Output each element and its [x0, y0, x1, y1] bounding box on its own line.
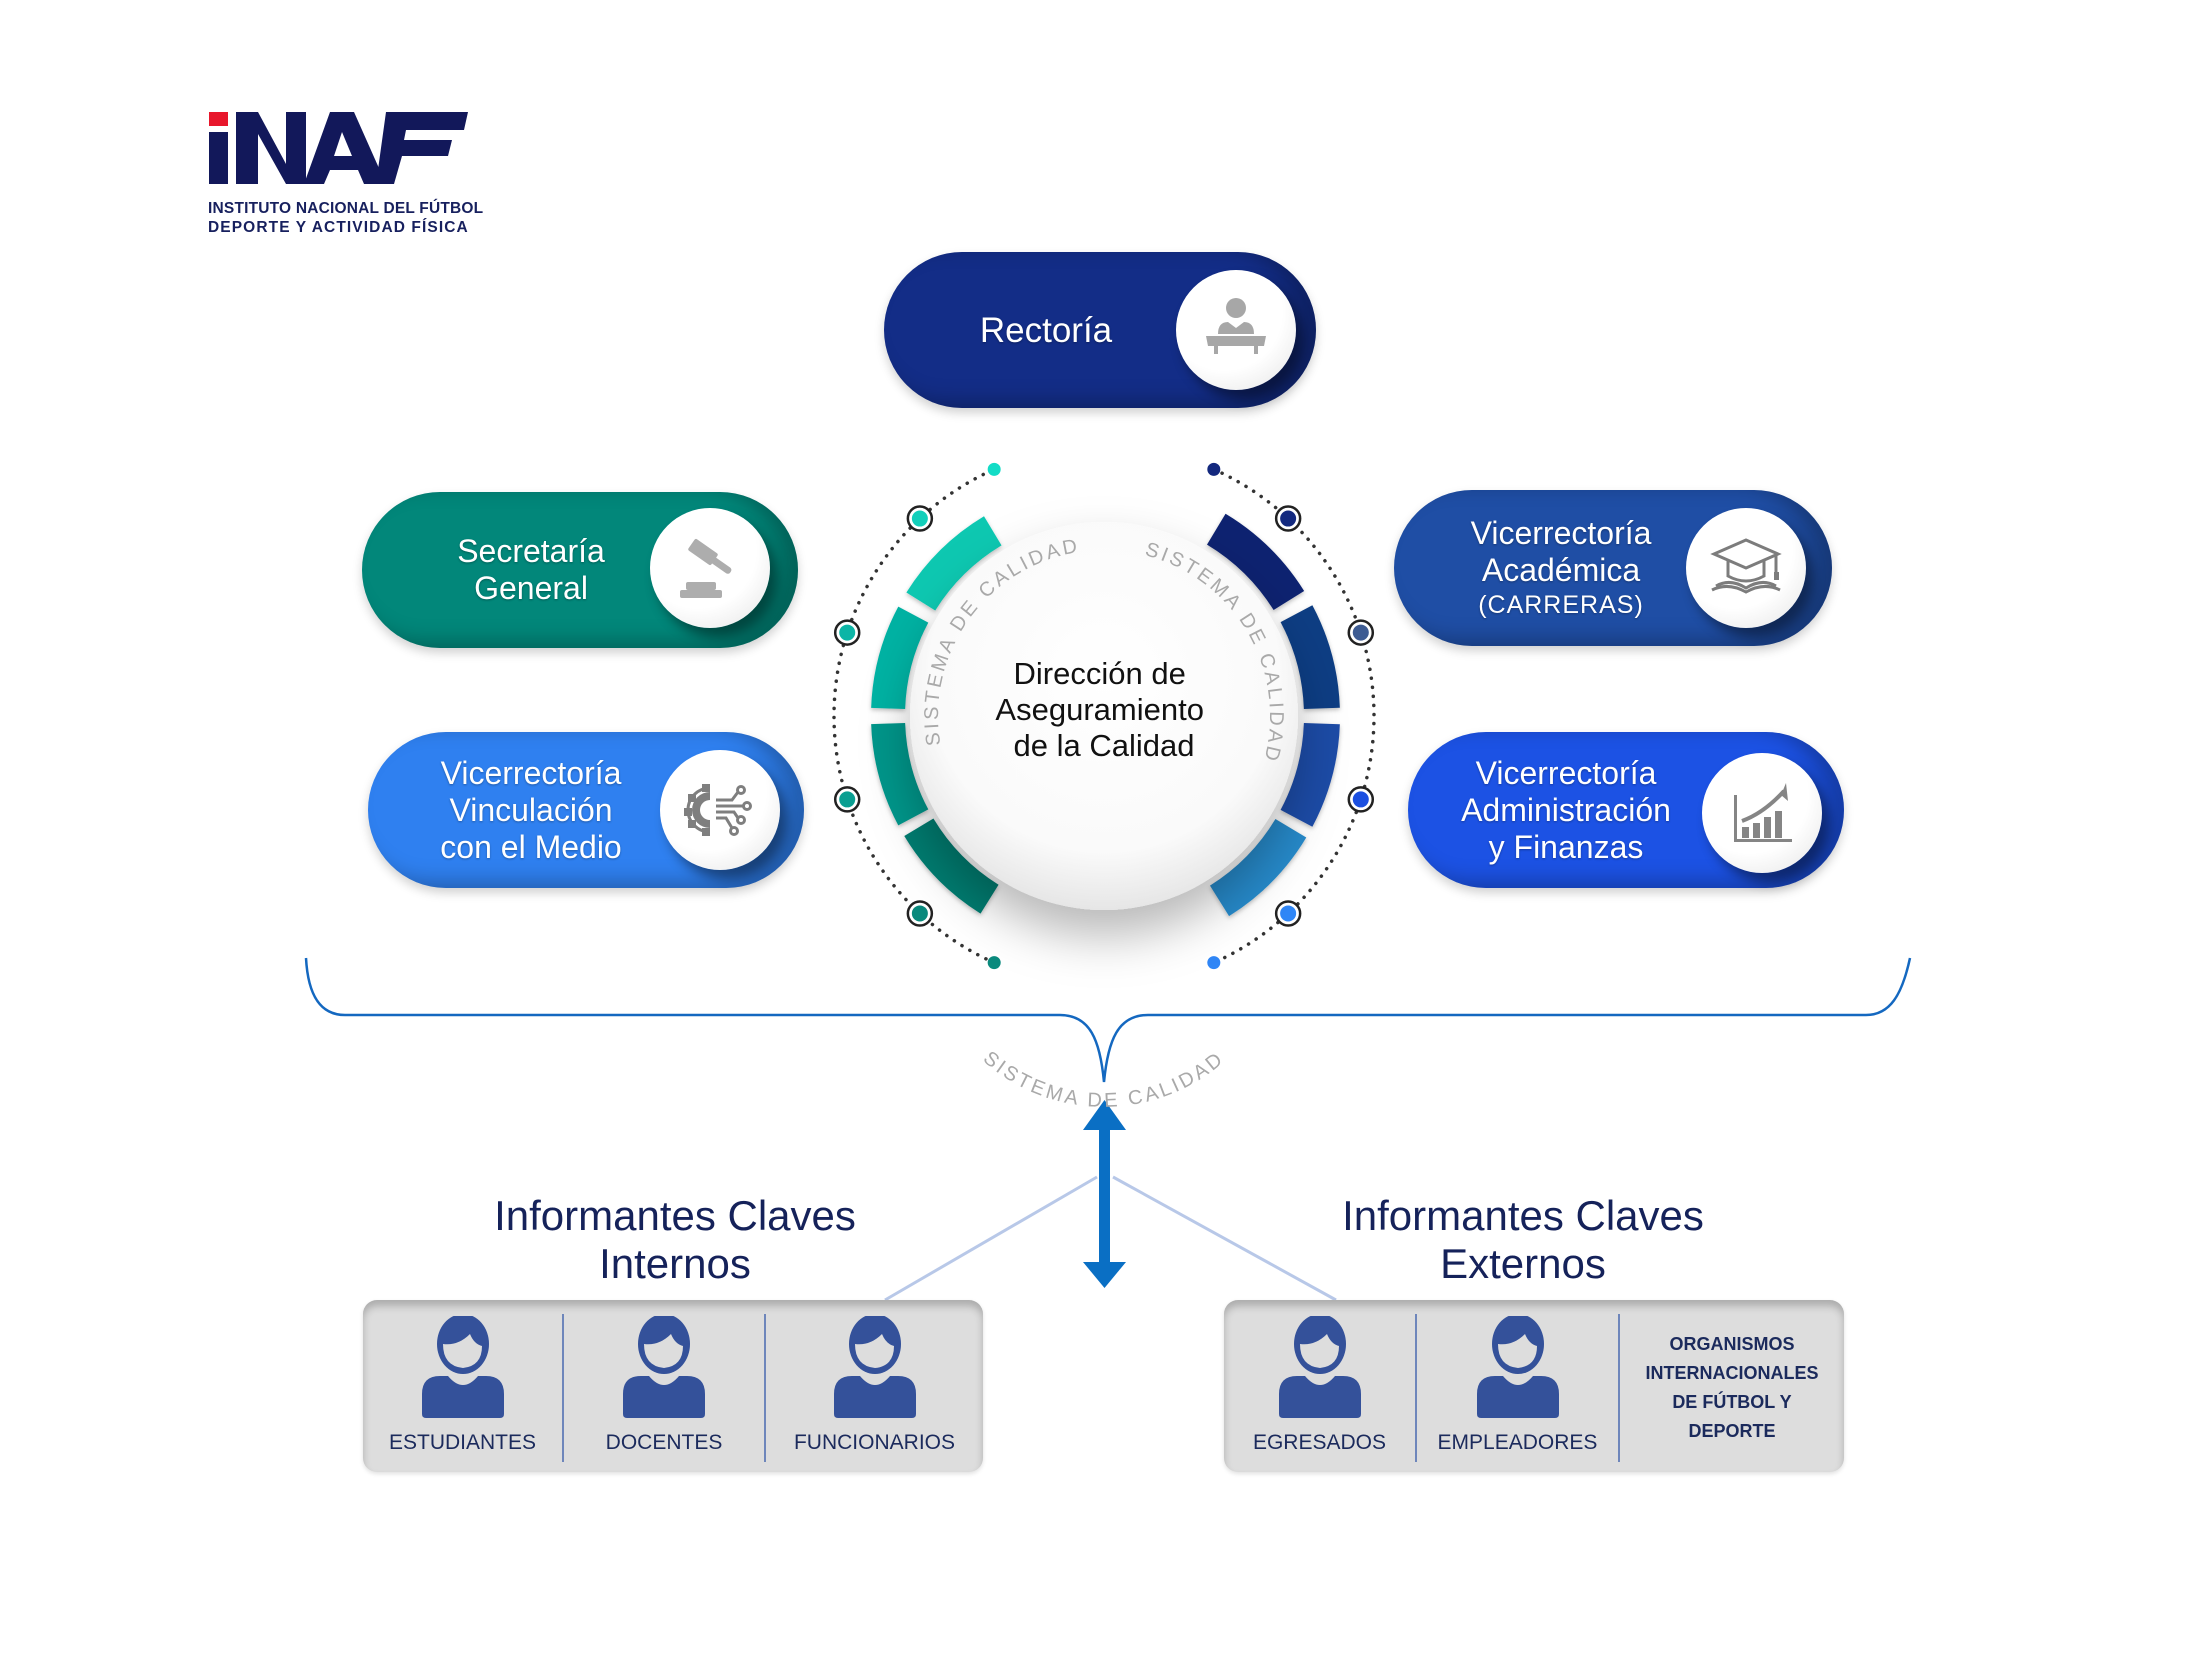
- informant-egresados: EGRESADOS: [1224, 1300, 1415, 1472]
- vinculacion-line-3: con el Medio: [440, 828, 622, 865]
- administracion-line-2: Administración: [1461, 791, 1671, 828]
- graduation-cap-icon: [1686, 508, 1806, 628]
- ring-node-dot: [839, 791, 856, 808]
- org-line-3: DE FÚTBOL Y: [1672, 1392, 1792, 1412]
- ring-node-dot: [1280, 510, 1297, 527]
- internal-title-line-1: Informantes Claves: [494, 1192, 856, 1239]
- center-title-line-1: Dirección de: [1014, 656, 1186, 691]
- logo-line-1: INSTITUTO NACIONAL DEL FÚTBOL: [208, 200, 484, 217]
- rectoria-label: Rectoría: [979, 310, 1113, 350]
- ring-arc-segment-teal: [871, 606, 929, 710]
- ring-node-dot: [839, 624, 856, 641]
- external-informants-title: Informantes Claves Externos: [1273, 1192, 1773, 1288]
- informant-funcionarios: FUNCIONARIOS: [764, 1314, 983, 1462]
- unit-label: Rectoría: [884, 252, 1208, 408]
- administracion-line-3: y Finanzas: [1488, 828, 1644, 865]
- gavel-icon: [650, 508, 770, 628]
- informant-label: ORGANISMOS INTERNACIONALES DE FÚTBOL Y D…: [1645, 1330, 1818, 1446]
- informant-label: EMPLEADORES: [1437, 1431, 1598, 1454]
- secretaria-line-2: General: [474, 570, 588, 606]
- person-icon: [830, 1316, 920, 1418]
- person-icon: [418, 1316, 508, 1418]
- org-line-4: DEPORTE: [1688, 1421, 1776, 1441]
- informant-label: EGRESADOS: [1252, 1431, 1387, 1454]
- org-line-1: ORGANISMOS: [1669, 1334, 1795, 1354]
- ring-end-dot: [1207, 462, 1221, 476]
- ring-arc-segment-teal: [871, 722, 929, 826]
- academica-line-3: (CARRERAS): [1478, 591, 1644, 619]
- ring-node-dot: [1352, 791, 1369, 808]
- informant-label: DOCENTES: [605, 1431, 723, 1454]
- gear-circuit-icon: [660, 750, 780, 870]
- ring-arc-segment-blue: [1280, 605, 1340, 710]
- administracion-line-1: Vicerrectoría: [1475, 754, 1657, 791]
- internal-informants-box: ESTUDIANTES DOCENTES FUNCIONARIOS: [363, 1300, 983, 1472]
- ring-node-dot: [911, 510, 928, 527]
- ring-node-dot: [1352, 624, 1369, 641]
- person-icon: [619, 1316, 709, 1418]
- connector-line-internal: [884, 1175, 1098, 1302]
- internal-informants-title: Informantes Claves Internos: [425, 1192, 925, 1288]
- ring-node-dot: [911, 905, 928, 922]
- unit-label: Vicerrectoría Administración y Finanzas: [1408, 732, 1724, 888]
- external-informants-box: EGRESADOS EMPLEADORES ORGANISMOS INTERNA…: [1224, 1300, 1844, 1472]
- org-line-2: INTERNACIONALES: [1645, 1363, 1819, 1383]
- ring-end-dot: [1207, 956, 1221, 970]
- ring-arc-segment-blue: [1280, 722, 1340, 827]
- informant-empleadores: EMPLEADORES: [1415, 1314, 1618, 1462]
- informant-docentes: DOCENTES: [562, 1314, 764, 1462]
- double-arrow-icon: [1083, 1100, 1126, 1288]
- inaf-wordmark-logo: [209, 112, 468, 184]
- secretaria-line-1: Secretaría: [457, 533, 605, 569]
- center-title-line-2: Aseguramiento: [995, 692, 1204, 727]
- person-icon: [1473, 1316, 1563, 1418]
- ring-arc-segment-teal: [906, 516, 1002, 611]
- informant-organismos-internacionales: ORGANISMOS INTERNACIONALES DE FÚTBOL Y D…: [1618, 1314, 1844, 1462]
- unit-vicerrectoria-vinculacion[interactable]: Vicerrectoría Vinculación con el Medio: [368, 732, 804, 888]
- person-at-desk-icon: [1176, 270, 1296, 390]
- external-title-line-1: Informantes Claves: [1342, 1192, 1704, 1239]
- svg-text:Dirección de Asegurami: Dirección de Aseguramiento de la Calidad: [995, 656, 1212, 763]
- ring-end-dot: [987, 462, 1001, 476]
- unit-rectoria[interactable]: Rectoría: [884, 252, 1316, 408]
- center-disc: [910, 522, 1298, 910]
- quality-ring: SISTEMA DE CALIDAD SISTEMA DE CALIDAD SI…: [832, 462, 1376, 1112]
- ring-arc-segment-teal: [904, 818, 999, 914]
- informant-label: ESTUDIANTES: [388, 1431, 537, 1454]
- person-icon: [1275, 1316, 1365, 1418]
- informant-label: FUNCIONARIOS: [793, 1431, 955, 1454]
- unit-label: Secretaría General: [362, 492, 700, 648]
- inaf-logo: INSTITUTO NACIONAL DEL FÚTBOL DEPORTE Y …: [206, 104, 483, 244]
- unit-label: Vicerrectoría Vinculación con el Medio: [368, 732, 694, 888]
- ring-node-dot: [1280, 905, 1297, 922]
- ring-arc-segment-blue: [1209, 818, 1307, 917]
- academica-line-1: Vicerrectoría: [1470, 515, 1652, 551]
- grouping-bracket: [304, 957, 1912, 1083]
- vinculacion-line-1: Vicerrectoría: [440, 754, 622, 791]
- unit-label: Vicerrectoría Académica (CARRERAS): [1394, 490, 1728, 646]
- unit-vicerrectoria-academica[interactable]: Vicerrectoría Académica (CARRERAS): [1394, 490, 1832, 646]
- academica-line-2: Académica: [1481, 552, 1641, 588]
- informant-estudiantes: ESTUDIANTES: [363, 1300, 562, 1472]
- ring-end-dot: [987, 956, 1001, 970]
- internal-title-line-2: Internos: [599, 1240, 751, 1287]
- vinculacion-line-2: Vinculación: [449, 791, 613, 828]
- unit-vicerrectoria-administracion[interactable]: Vicerrectoría Administración y Finanzas: [1408, 732, 1844, 888]
- unit-secretaria-general[interactable]: Secretaría General: [362, 492, 798, 648]
- logo-line-2: DEPORTE Y ACTIVIDAD FÍSICA: [208, 219, 469, 236]
- external-title-line-2: Externos: [1440, 1240, 1606, 1287]
- connector-line-external: [1112, 1175, 1337, 1302]
- center-title-line-3: de la Calidad: [1014, 728, 1195, 763]
- ring-arc-segment-blue: [1206, 513, 1305, 611]
- bar-chart-growth-icon: [1702, 753, 1822, 873]
